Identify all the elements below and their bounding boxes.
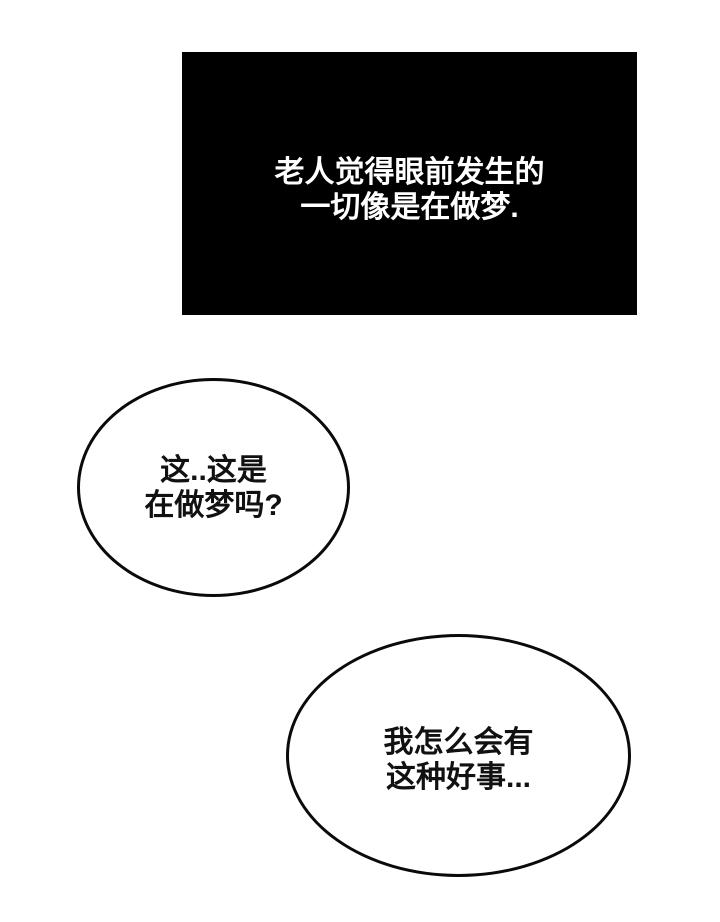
narration-text: 老人觉得眼前发生的 一切像是在做梦. bbox=[182, 155, 637, 225]
speech-line: 在做梦吗? bbox=[144, 489, 283, 522]
speech-line: 这种好事... bbox=[385, 761, 531, 794]
narration-line-2: 一切像是在做梦. bbox=[300, 191, 519, 224]
narration-line-1: 老人觉得眼前发生的 bbox=[274, 156, 545, 189]
speech-bubble-left-text: 这..这是 在做梦吗? bbox=[80, 453, 347, 523]
speech-bubble-left: 这..这是 在做梦吗? bbox=[77, 378, 350, 597]
speech-bubble-bottom: 我怎么会有 这种好事... bbox=[286, 634, 631, 877]
narration-box: 老人觉得眼前发生的 一切像是在做梦. bbox=[182, 52, 637, 315]
speech-line: 我怎么会有 bbox=[383, 726, 534, 759]
speech-bubble-bottom-text: 我怎么会有 这种好事... bbox=[289, 725, 628, 795]
speech-line: 这..这是 bbox=[160, 454, 267, 487]
